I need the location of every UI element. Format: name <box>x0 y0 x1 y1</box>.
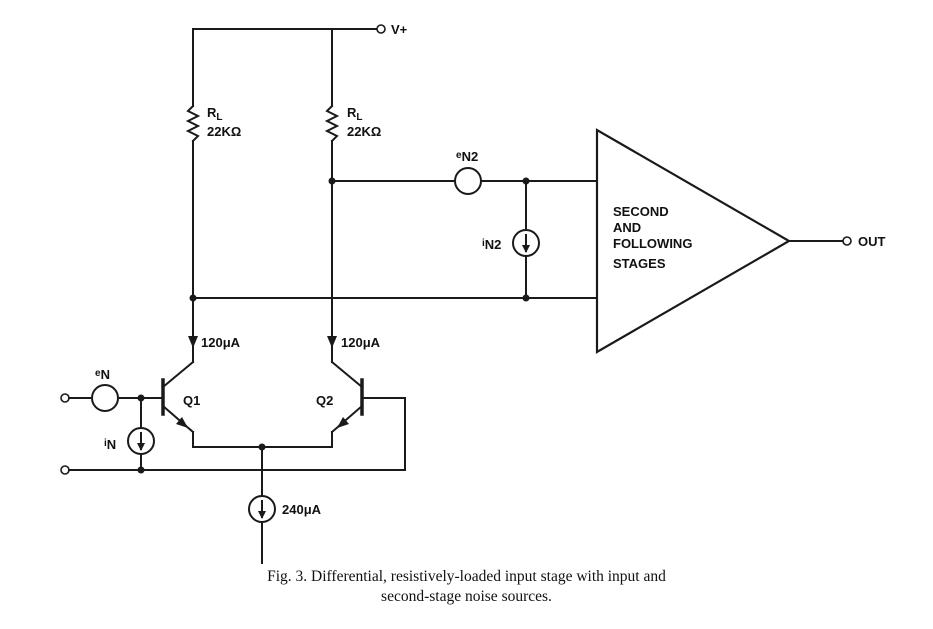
amp-line-3: FOLLOWING <box>613 236 692 251</box>
left-load-resistor <box>185 104 201 143</box>
junction-in2-bottom <box>522 294 530 302</box>
input-terminal-top <box>60 393 70 403</box>
en-label: eN <box>95 367 110 382</box>
supply-terminal <box>376 24 386 34</box>
right-current-label: 120μA <box>341 335 381 350</box>
amp-line-1: SECOND <box>613 204 669 219</box>
en2-label: eN2 <box>456 149 478 164</box>
figure-caption-line-1: Fig. 3. Differential, resistively-loaded… <box>267 568 666 585</box>
amp-line-2: AND <box>613 220 641 235</box>
right-resistor-value: 22KΩ <box>347 124 381 139</box>
q2-transistor-icon <box>330 360 364 448</box>
junction-in2-top <box>522 177 530 185</box>
right-resistor-name: RL <box>347 105 363 123</box>
left-resistor-value: 22KΩ <box>207 124 241 139</box>
left-current-arrow <box>188 336 198 348</box>
output-label: OUT <box>858 234 886 249</box>
figure-caption-line-2: second-stage noise sources. <box>381 588 552 605</box>
tail-current-label: 240μA <box>282 502 322 517</box>
supply-label: V+ <box>391 22 408 37</box>
junction-left-collector <box>189 294 197 302</box>
in2-arrow-head <box>522 245 530 253</box>
amp-line-4: STAGES <box>613 256 666 271</box>
tail-arrow-head <box>258 511 266 519</box>
amplifier-triangle <box>595 128 792 354</box>
en2-voltage-source-icon <box>454 167 482 195</box>
q1-label: Q1 <box>183 393 200 408</box>
left-resistor-name: RL <box>207 105 223 123</box>
in2-label: iN2 <box>482 237 501 252</box>
q2-label: Q2 <box>316 393 333 408</box>
junction-right-collector <box>328 177 336 185</box>
left-current-label: 120μA <box>201 335 241 350</box>
right-current-arrow <box>327 336 337 348</box>
in-arrow-head <box>137 443 145 451</box>
right-load-resistor <box>324 104 340 143</box>
input-terminal-bottom <box>60 465 70 475</box>
junction-ground <box>137 466 145 474</box>
en-voltage-source-icon <box>91 384 119 412</box>
output-terminal <box>842 236 852 246</box>
in-label: iN <box>104 437 116 452</box>
